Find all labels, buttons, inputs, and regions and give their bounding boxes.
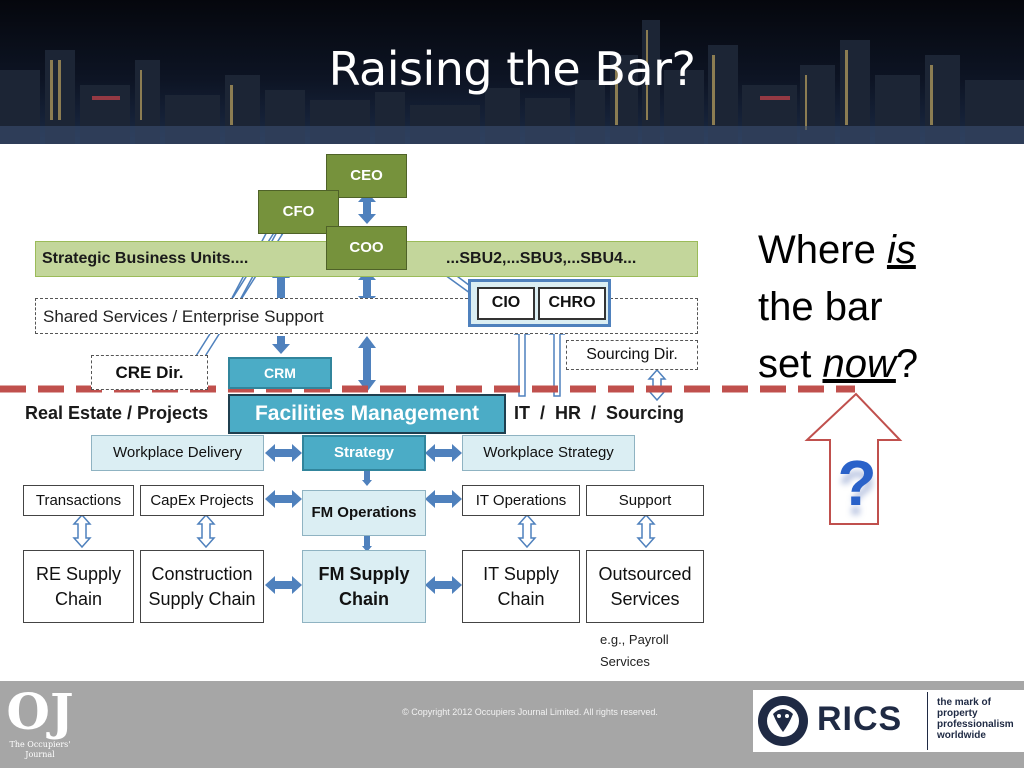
- question-mark-text: ?: [895, 342, 919, 386]
- transactions-box: Transactions: [23, 485, 134, 516]
- oj-logo: OJ The Occupiers' Journal: [4, 684, 76, 764]
- sbu-right-label: ...SBU2,...SBU3,...SBU4...: [446, 250, 637, 267]
- outsourced-line-1: Outsourced: [598, 563, 692, 584]
- ceo-box: CEO: [326, 154, 407, 198]
- rics-tagline-4: worldwide: [937, 730, 986, 741]
- construction-supply-chain-box: Construction Supply Chain: [140, 550, 264, 623]
- payroll-note: e.g., Payroll Services: [600, 629, 669, 673]
- fm-supply-line-1: FM Supply: [318, 563, 410, 584]
- workplace-strategy-box: Workplace Strategy: [462, 435, 635, 471]
- outsourced-line-2: Services: [610, 588, 680, 609]
- row3-arrows: [265, 576, 462, 594]
- raise-arrow-icon: [804, 392, 903, 525]
- question-mark-icon: ?: [837, 447, 877, 519]
- rics-tagline-3: professionalism: [937, 719, 1014, 730]
- re-supply-line-1: RE Supply: [35, 563, 122, 584]
- it-supply-line-2: Chain: [497, 588, 545, 609]
- fm-supply-line-2: Chain: [338, 588, 389, 609]
- question-set: set: [758, 342, 823, 386]
- row1-arrows: [265, 444, 462, 462]
- copyright-text: © Copyright 2012 Occupiers Journal Limit…: [402, 707, 658, 717]
- construction-line-2: Supply Chain: [148, 588, 256, 609]
- fm-supply-chain-box: FM Supply Chain: [302, 550, 426, 623]
- cfo-cre-arrow: [188, 210, 291, 364]
- it-hr-sourcing-label: IT / HR / Sourcing: [514, 403, 685, 423]
- capex-box: CapEx Projects: [140, 485, 264, 516]
- workplace-delivery-box: Workplace Delivery: [91, 435, 264, 471]
- it-supply-chain-box: IT Supply Chain: [462, 550, 580, 623]
- cfo-box: CFO: [258, 190, 339, 234]
- outline-vertical-arrows: [72, 513, 656, 549]
- rics-wordmark: RICS: [817, 700, 903, 738]
- row2-arrows: [265, 490, 462, 508]
- city-skyline-image: [0, 20, 1024, 144]
- rics-tagline-2: property: [937, 708, 978, 719]
- chro-box: CHRO: [538, 287, 606, 320]
- slide-title: Raising the Bar?: [328, 42, 696, 96]
- payroll-note-line-2: Services: [600, 654, 650, 669]
- cio-chro-group: CIO CHRO: [468, 279, 611, 327]
- cre-dir-box: CRE Dir.: [91, 355, 208, 390]
- sbu-left-label: Strategic Business Units....: [42, 250, 249, 267]
- title-banner: [0, 0, 1024, 144]
- rics-lion-icon: [758, 696, 808, 746]
- shared-fm-arrow: [358, 336, 376, 392]
- coo-box: COO: [326, 226, 407, 270]
- support-box: Support: [586, 485, 704, 516]
- sourcing-arrow: [647, 368, 667, 402]
- re-supply-chain-box: RE Supply Chain: [23, 550, 134, 623]
- rics-logo: RICS the mark of property professionalis…: [753, 690, 1024, 752]
- cio-box: CIO: [477, 287, 535, 320]
- re-supply-line-2: Chain: [54, 588, 103, 609]
- oj-logo-mark: OJ: [6, 682, 74, 741]
- real-estate-label: Real Estate / Projects: [25, 403, 209, 423]
- question-is: is: [886, 228, 916, 272]
- strategy-box: Strategy: [302, 435, 426, 471]
- it-operations-box: IT Operations: [462, 485, 580, 516]
- sourcing-dir-box: Sourcing Dir.: [566, 340, 698, 370]
- crm-box: CRM: [228, 357, 332, 389]
- rics-tagline: the mark of property professionalism wor…: [937, 697, 1014, 741]
- outsourced-services-box: Outsourced Services: [586, 550, 704, 623]
- fm-operations-box: FM Operations: [302, 490, 426, 536]
- payroll-note-line-1: e.g., Payroll: [600, 632, 669, 647]
- oj-logo-name-2: Journal: [25, 750, 55, 759]
- rics-divider: [927, 692, 928, 750]
- question-the-bar: the bar: [758, 285, 883, 329]
- question-where: Where: [758, 228, 887, 272]
- oj-logo-name-1: The Occupiers': [9, 740, 71, 749]
- question-text: Where is the bar set now?: [758, 222, 998, 393]
- rics-tagline-1: the mark of: [937, 697, 991, 708]
- facilities-management-box: Facilities Management: [228, 394, 506, 434]
- question-now: now: [822, 342, 896, 386]
- construction-line-1: Construction: [151, 563, 253, 584]
- shared-services-label: Shared Services / Enterprise Support: [43, 307, 324, 326]
- it-supply-line-1: IT Supply: [483, 563, 559, 584]
